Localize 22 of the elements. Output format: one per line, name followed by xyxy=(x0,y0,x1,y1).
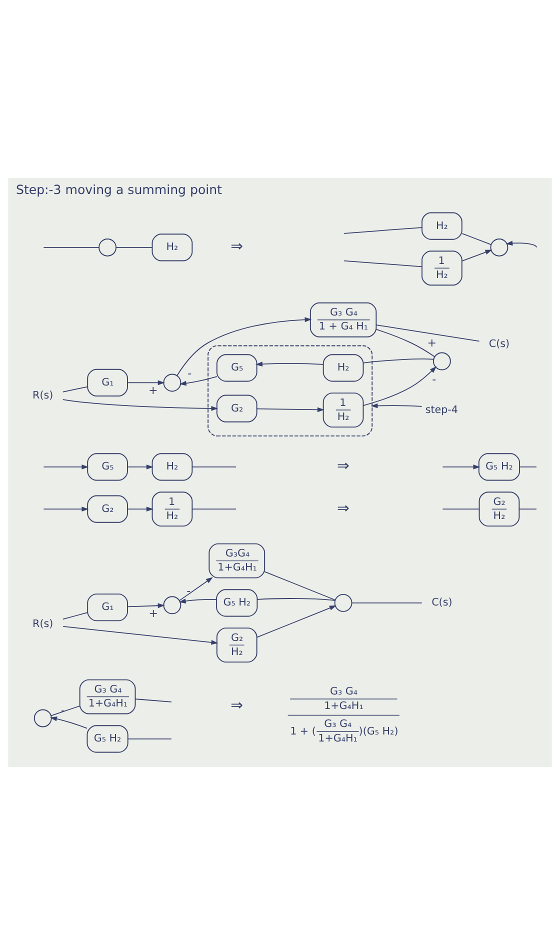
edge-label: - xyxy=(432,372,436,386)
edge-label: - xyxy=(188,366,192,380)
edge-label: + xyxy=(148,606,158,620)
diagram-title: Step:-3 moving a summing point xyxy=(16,182,222,197)
label: ⇒ xyxy=(230,238,243,256)
label: )(G₅ H₂) xyxy=(358,725,398,738)
edge-label: + xyxy=(148,384,158,397)
label: ⇒ xyxy=(337,458,350,475)
node-text: R(s) xyxy=(32,618,54,630)
label: ⇒ xyxy=(230,697,243,714)
node-text: step-4 xyxy=(425,404,458,416)
node-text: R(s) xyxy=(32,390,54,402)
label: G₃ G₄ xyxy=(324,718,352,730)
label: ⇒ xyxy=(337,500,350,517)
label: 1 + ( xyxy=(290,725,316,738)
label: 1+G₄H₁ xyxy=(324,700,364,712)
node-text: C(s) xyxy=(488,338,510,350)
edge-label: - xyxy=(186,584,191,598)
node-text: C(s) xyxy=(432,596,452,609)
edge-label: + xyxy=(427,336,437,350)
label: G₃ G₄ xyxy=(330,686,358,698)
label: 1+G₄H₁ xyxy=(318,732,358,744)
